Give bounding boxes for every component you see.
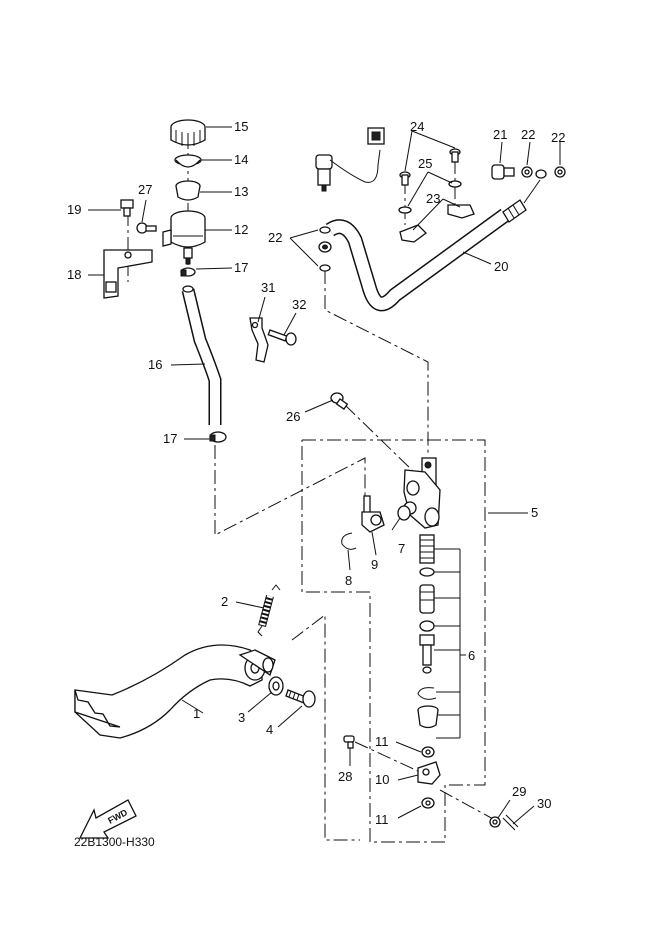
callout-18: 18 <box>67 267 81 282</box>
reservoir-hose <box>181 285 222 425</box>
pin-28 <box>343 735 355 749</box>
callout-11-lower: 11 <box>375 812 389 827</box>
bolt-19 <box>120 199 134 217</box>
callout-23: 23 <box>426 191 440 206</box>
callout-1: 1 <box>193 706 200 721</box>
callout-22-mid: 22 <box>521 127 535 142</box>
callout-3: 3 <box>238 710 245 725</box>
brake-switch <box>315 127 385 192</box>
washer-29 <box>489 816 501 828</box>
callout-2: 2 <box>221 594 228 609</box>
callout-6: 6 <box>468 648 475 663</box>
callout-31: 31 <box>261 280 275 295</box>
bolt-26 <box>330 392 349 410</box>
bolt-32 <box>267 329 297 346</box>
diaphragm <box>175 180 201 201</box>
brake-pedal <box>74 644 276 739</box>
washer-22-top-b <box>554 166 566 178</box>
callout-32: 32 <box>292 297 306 312</box>
callout-19: 19 <box>67 202 81 217</box>
callout-22-right: 22 <box>551 130 565 145</box>
leader-lines <box>88 126 561 825</box>
callout-17-lower: 17 <box>163 431 177 446</box>
callout-11-upper: 11 <box>375 734 389 749</box>
washer-22-left <box>318 226 332 272</box>
callout-22-left: 22 <box>268 230 282 245</box>
pedal-bolt-4 <box>285 689 316 708</box>
callout-14: 14 <box>234 152 248 167</box>
hose-clamp-lower <box>209 431 227 443</box>
callout-17-upper: 17 <box>234 260 248 275</box>
union-bolt-21 <box>491 164 515 180</box>
callout-13: 13 <box>234 184 248 199</box>
master-cylinder <box>403 457 441 529</box>
nut-11-upper <box>421 746 435 758</box>
clevis-10 <box>417 761 441 785</box>
screw-24 <box>399 148 461 186</box>
callouts: 15 14 13 12 17 27 19 18 16 17 31 32 26 2… <box>67 119 565 827</box>
callout-28: 28 <box>338 769 352 784</box>
cotter-pin-30 <box>502 814 519 831</box>
washer-25 <box>398 180 462 214</box>
callout-27: 27 <box>138 182 152 197</box>
callout-10: 10 <box>375 772 389 787</box>
washer-22-top-a <box>521 166 533 178</box>
callout-4: 4 <box>266 722 273 737</box>
nut-11-lower <box>421 797 435 809</box>
callout-30: 30 <box>537 796 551 811</box>
callout-12: 12 <box>234 222 248 237</box>
callout-8: 8 <box>345 573 352 588</box>
circlip-8 <box>341 532 357 550</box>
hose-clamp-upper <box>180 267 196 277</box>
callout-7: 7 <box>398 541 405 556</box>
hose-holder-23 <box>399 204 475 243</box>
callout-26: 26 <box>286 409 300 424</box>
callout-20: 20 <box>494 259 508 274</box>
hose-guide <box>249 317 269 363</box>
callout-21: 21 <box>493 127 507 142</box>
reservoir-bracket <box>103 249 153 299</box>
callout-5: 5 <box>531 505 538 520</box>
callout-25: 25 <box>418 156 432 171</box>
callout-29: 29 <box>512 784 526 799</box>
callout-15: 15 <box>234 119 248 134</box>
piston-kit <box>417 534 466 739</box>
return-spring <box>257 584 281 637</box>
fwd-arrow-icon: FWD <box>78 799 137 839</box>
diaphragm-plate <box>174 154 202 168</box>
hose-joint-9 <box>361 495 385 533</box>
diagram-code: 22B1300-H330 <box>74 835 155 849</box>
screw-27 <box>136 222 157 234</box>
o-ring-7 <box>397 505 411 521</box>
reservoir-tank <box>162 210 206 265</box>
washer-3 <box>268 676 284 696</box>
callout-16: 16 <box>148 357 162 372</box>
callout-24: 24 <box>410 119 424 134</box>
reservoir-cap <box>170 119 206 147</box>
brake-hose <box>325 169 547 312</box>
callout-9: 9 <box>371 557 378 572</box>
